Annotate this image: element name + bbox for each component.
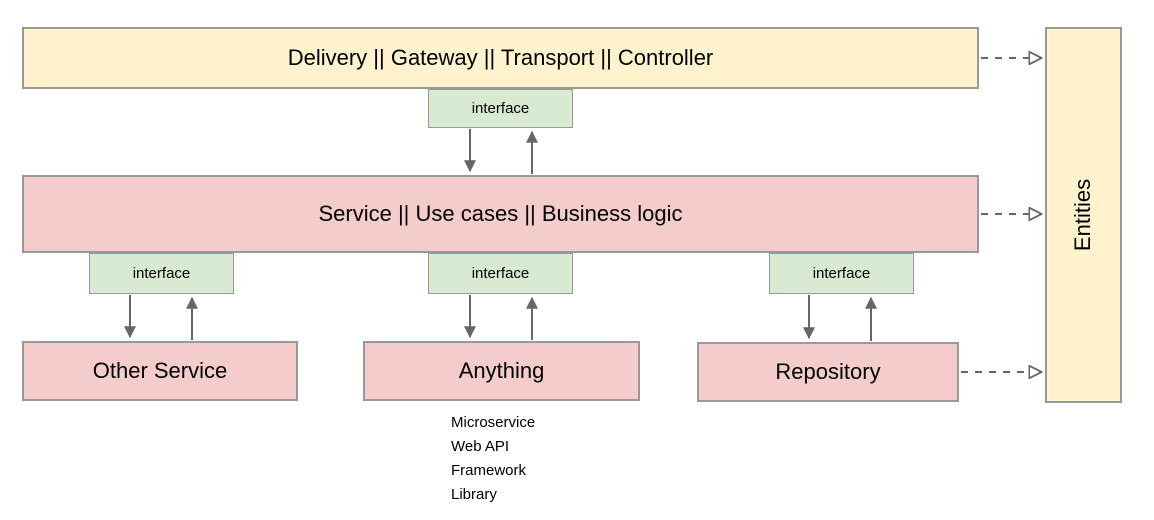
delivery-layer-box: Delivery || Gateway || Transport || Cont… [22, 27, 979, 89]
anything-example-item: Library [451, 486, 497, 503]
anything-box: Anything [363, 341, 640, 401]
entities-layer-label: Entities [1070, 178, 1096, 252]
anything-example-item: Web API [451, 438, 510, 455]
other-service-label: Other Service [92, 358, 228, 383]
interface-box-service-repository: interface [769, 253, 914, 294]
service-layer-box: Service || Use cases || Business logic [22, 175, 979, 253]
delivery-layer-label: Delivery || Gateway || Transport || Cont… [287, 45, 714, 70]
interface-label: interface [132, 265, 191, 282]
interface-box-delivery-service: interface [428, 89, 573, 128]
repository-label: Repository [775, 359, 881, 384]
repository-box: Repository [697, 342, 959, 402]
other-service-box: Other Service [22, 341, 298, 401]
anything-examples-list: Microservice Web API Framework Library [451, 411, 535, 507]
interface-box-service-anything: interface [428, 253, 573, 294]
anything-example-item: Microservice [451, 414, 536, 431]
interface-box-service-other-service: interface [89, 253, 234, 294]
service-layer-label: Service || Use cases || Business logic [318, 201, 683, 226]
interface-label: interface [471, 100, 530, 117]
entities-layer-box: Entities [1045, 27, 1122, 403]
interface-label: interface [812, 265, 871, 282]
anything-example-item: Framework [451, 462, 527, 479]
interface-label: interface [471, 265, 530, 282]
anything-label: Anything [458, 358, 545, 383]
